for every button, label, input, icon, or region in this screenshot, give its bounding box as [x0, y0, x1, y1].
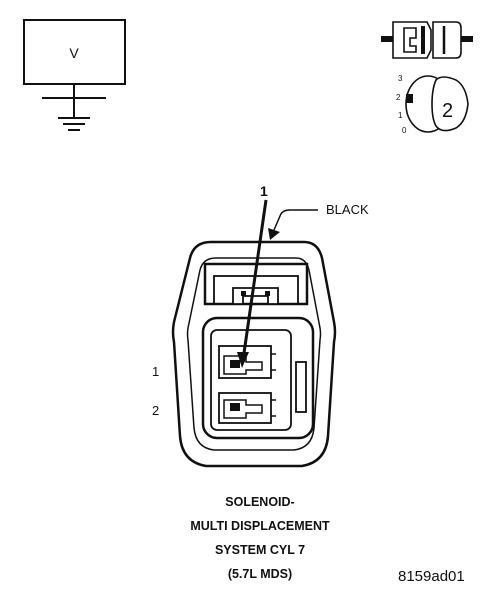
wire-color-label: BLACK: [326, 202, 369, 217]
key-number-label: 2: [442, 100, 453, 122]
caption-line: SYSTEM CYL 7: [214, 543, 306, 557]
key-rib: [295, 361, 307, 413]
key-position-icon: 3 2 1 0 2: [396, 74, 469, 135]
key-position-label: 3: [398, 74, 403, 83]
pin-1-terminal: [218, 345, 276, 379]
callout-arrow-head: [237, 352, 249, 368]
pin-2-label: 2: [152, 403, 159, 418]
callout-pin-number: 1: [260, 183, 268, 199]
figure-id: 8159ad01: [398, 568, 465, 585]
callout-leader-line: [241, 199, 268, 361]
pin-2-terminal: [218, 392, 276, 424]
caption-line: (5.7L MDS): [227, 567, 293, 581]
caption-line: MULTI DISPLACEMENT: [190, 519, 330, 533]
key-position-label: 0: [402, 126, 407, 135]
connector-caption: SOLENOID- MULTI DISPLACEMENT SYSTEM CYL …: [160, 490, 360, 586]
wire-color-callout: BLACK: [268, 202, 369, 240]
key-position-label: 2: [396, 93, 401, 102]
wire-color-leader: [273, 209, 318, 231]
key-position-label: 1: [398, 111, 403, 120]
connector-body: [171, 240, 337, 468]
pin-1-label: 1: [152, 364, 159, 379]
pin-callout: 1: [237, 183, 268, 368]
connector-half-icon: [381, 21, 473, 59]
voltmeter-label: V: [69, 45, 79, 61]
voltmeter-symbol: V: [23, 19, 126, 131]
ground-icon: [58, 98, 90, 131]
caption-line: SOLENOID-: [225, 495, 295, 509]
